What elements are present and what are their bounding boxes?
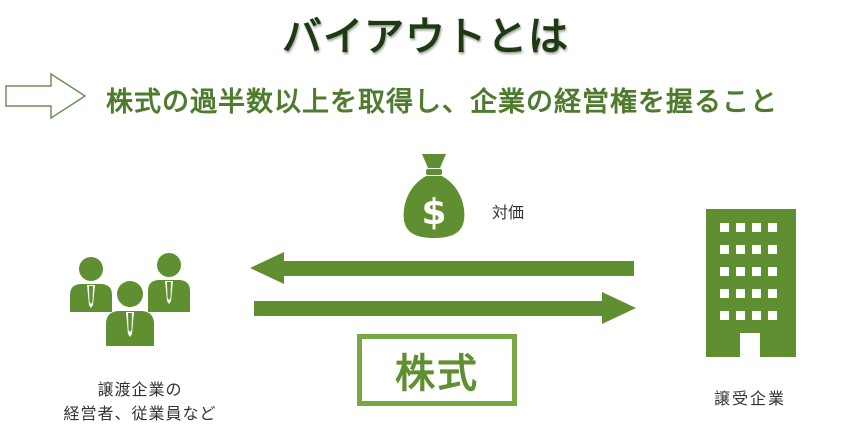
page-title: バイアウトとは (282, 14, 569, 60)
money-bag-icon: $ (403, 154, 465, 238)
outline-arrow-icon (5, 72, 87, 120)
seller-label-line1: 譲渡企業の (97, 380, 183, 399)
stock-box: 株式 (357, 334, 517, 406)
transfer-arrows (250, 252, 636, 324)
consideration-label: 対価 (492, 203, 525, 222)
seller-label: 譲渡企業の 経営者、従業員など (30, 378, 250, 426)
right-arrow-icon (254, 292, 636, 324)
svg-text:$: $ (421, 192, 446, 233)
buyer-label: 譲受企業 (713, 389, 786, 408)
stock-label: 株式 (395, 351, 479, 397)
subtitle: 株式の過半数以上を取得し、企業の経営権を握ること (106, 87, 778, 118)
left-arrow-icon (250, 252, 634, 284)
seller-label-line2: 経営者、従業員など (63, 404, 217, 423)
business-people-icon (70, 253, 190, 346)
office-building-icon (706, 209, 796, 357)
